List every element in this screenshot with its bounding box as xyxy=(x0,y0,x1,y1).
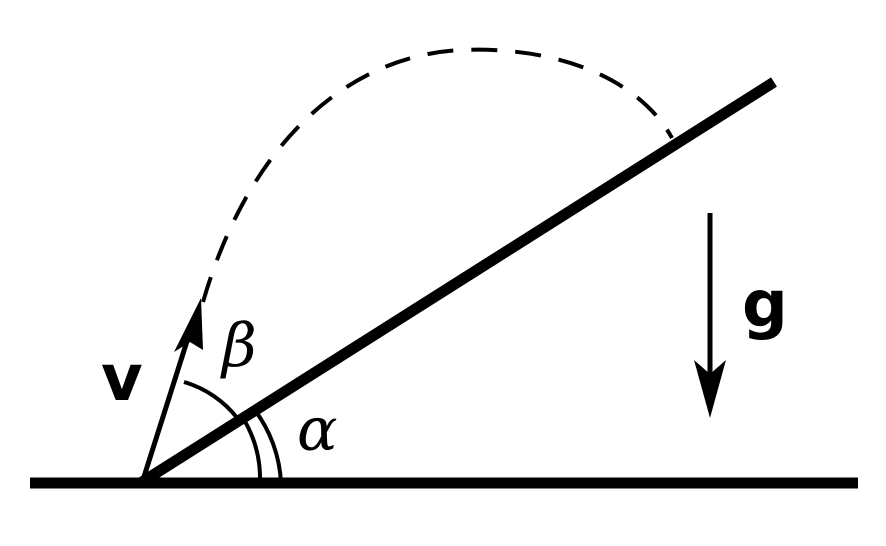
incline-line xyxy=(139,77,777,487)
alpha-angle-arc-inner xyxy=(241,416,263,484)
trajectory-path xyxy=(201,47,674,303)
alpha-label: α xyxy=(297,395,338,465)
gravity-label: g xyxy=(742,268,788,342)
gravity-arrow xyxy=(694,213,726,418)
beta-angle-arc xyxy=(183,380,240,421)
beta-label: β xyxy=(220,311,257,381)
velocity-arrow xyxy=(139,298,203,484)
velocity-label: v xyxy=(101,342,143,416)
alpha-angle-arc-outer xyxy=(252,407,283,484)
